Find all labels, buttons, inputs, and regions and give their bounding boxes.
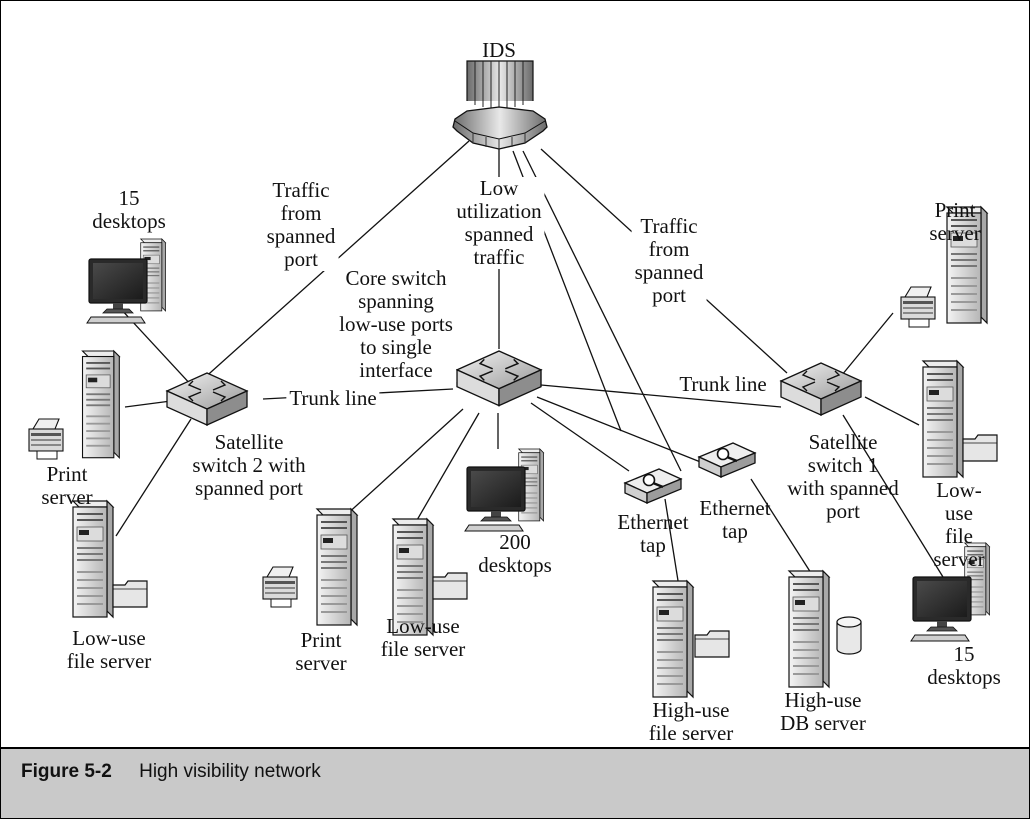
desktops-200-label: 200 desktops: [478, 530, 552, 577]
print-server-left-icon: [28, 350, 120, 460]
trunk-line-left-label: Trunk line: [286, 387, 380, 410]
high-use-db-server-label: High-use DB server: [780, 688, 866, 735]
satellite-switch-2-label: Satellite switch 2 with spanned port: [192, 430, 306, 500]
high-use-db-server-icon: [788, 570, 862, 688]
ethernet-tap-1-label: Ethernet tap: [617, 510, 689, 557]
desktops-200-icon: [464, 448, 544, 532]
core-switch-label: Core switch spanning low-use ports to si…: [336, 267, 456, 382]
ids-server-icon: [452, 60, 548, 150]
print-server-left-label: Print server: [41, 462, 93, 509]
satellite-switch-1-icon: [780, 362, 862, 416]
traffic-from-spanned-port-left-label: Traffic from spanned port: [263, 179, 339, 271]
ethernet-tap-2-icon: [697, 441, 757, 479]
high-use-file-server-icon: [652, 580, 730, 698]
low-use-file-server-left-label: Low-use file server: [66, 626, 152, 673]
print-server-center-icon: [262, 508, 358, 626]
high-use-file-server-label: High-use file server: [648, 698, 734, 745]
print-server-right-label: Print server: [929, 198, 981, 245]
figure-number: Figure 5-2: [21, 761, 112, 782]
network-diagram: [28, 60, 998, 698]
low-use-file-server-right-label: Low-use file server: [933, 478, 985, 571]
satellite-switch-2-icon: [166, 372, 248, 426]
low-utilization-label: Low utilization spanned traffic: [453, 177, 545, 269]
desktops-15-left-icon: [86, 238, 166, 324]
ethernet-tap-1-icon: [623, 467, 683, 505]
connection-lines: [115, 140, 944, 588]
satellite-switch-1-label: Satellite switch 1 with spanned port: [787, 430, 899, 523]
ethernet-tap-2-label: Ethernet tap: [699, 496, 771, 543]
traffic-from-spanned-port-right-label: Traffic from spanned port: [631, 215, 707, 307]
desktops-15-right-label: 15 desktops: [927, 642, 1001, 689]
figure-title: High visibility network: [139, 761, 321, 782]
desktops-15-left-label: 15 desktops: [92, 186, 166, 233]
low-use-file-server-center-label: Low-use file server: [380, 614, 466, 661]
low-use-file-server-right-icon: [922, 360, 998, 478]
ids-label: IDS: [482, 38, 516, 62]
figure-caption: Figure 5-2 High visibility network: [1, 747, 1029, 818]
low-use-file-server-left-icon: [72, 500, 148, 618]
trunk-line-right-label: Trunk line: [676, 373, 770, 396]
core-switch-icon: [456, 350, 542, 407]
print-server-center-label: Print server: [295, 628, 347, 675]
